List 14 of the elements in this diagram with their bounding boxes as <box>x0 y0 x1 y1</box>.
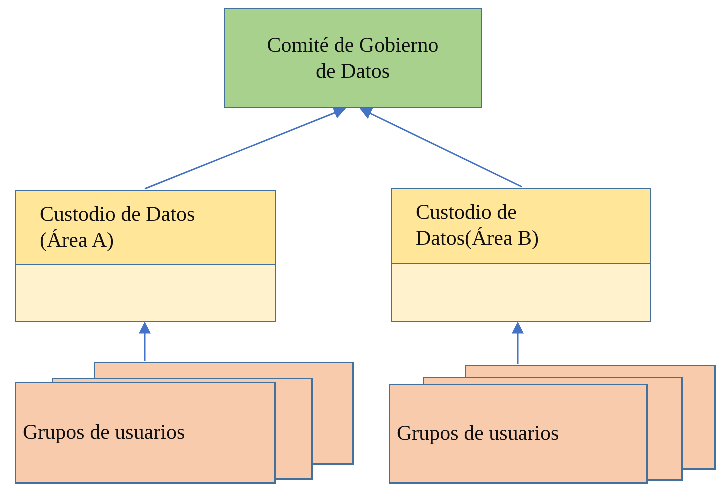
box-title: Grupos de usuarios <box>397 420 560 446</box>
box-title: Custodio de Datos (Área A) <box>40 201 196 254</box>
stacked-cards <box>389 365 716 484</box>
class-box <box>391 188 651 322</box>
class-box <box>15 190 276 322</box>
committee-box <box>224 8 482 108</box>
stacked-cards <box>15 362 354 484</box>
box-title: Custodio de Datos(Área B) <box>416 199 540 252</box>
arrow <box>512 322 524 364</box>
box-title: Grupos de usuarios <box>23 419 186 446</box>
arrow <box>144 107 346 190</box>
arrow <box>139 322 151 361</box>
arrow <box>360 108 522 188</box>
box-title: Comité de Gobierno de Datos <box>266 32 440 84</box>
